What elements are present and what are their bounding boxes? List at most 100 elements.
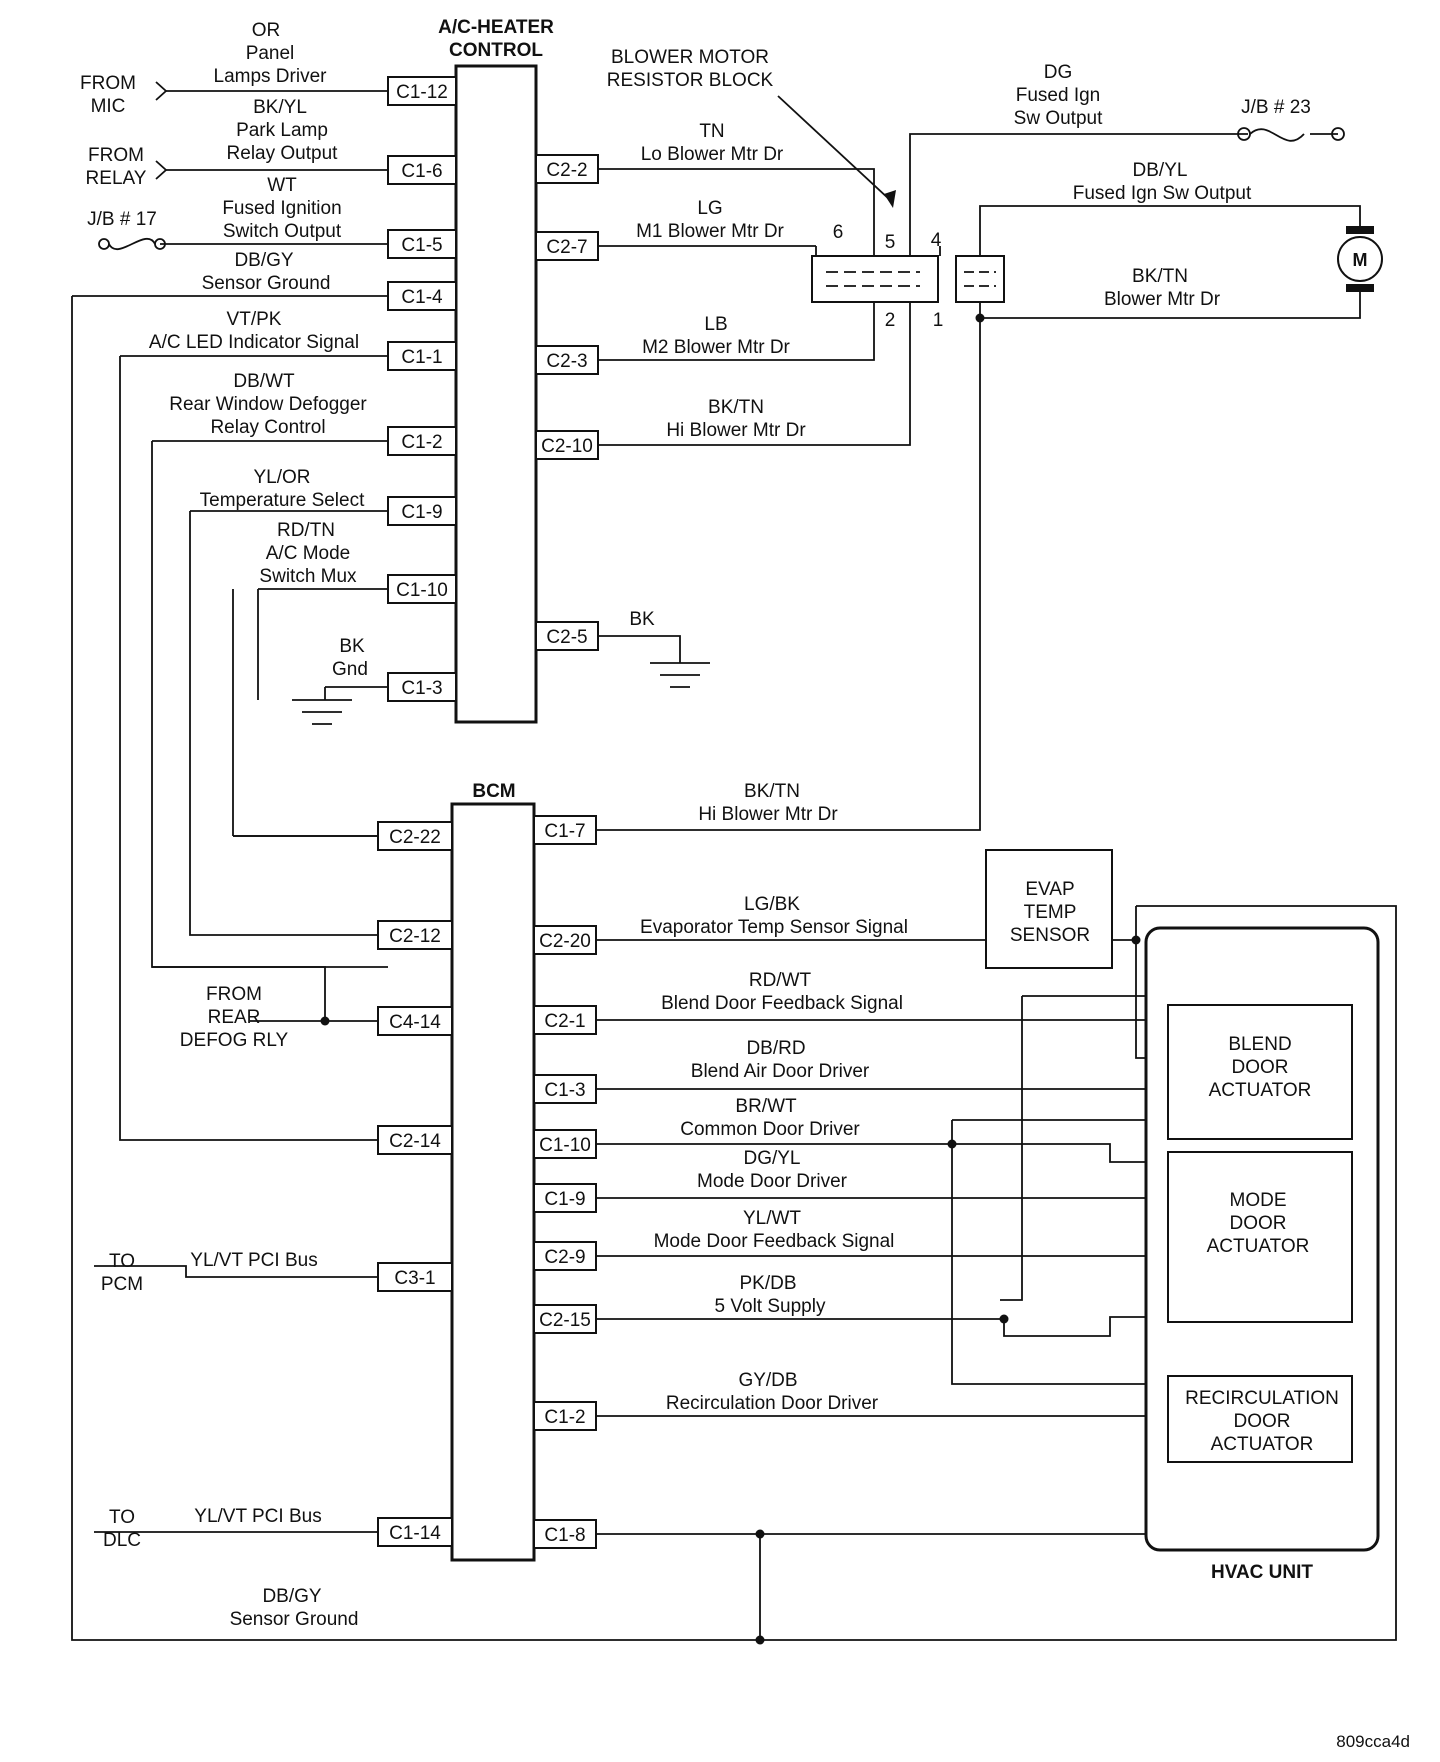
wire-dg-1: DG: [1044, 62, 1073, 83]
wire-dbyl-2: Fused Ign Sw Output: [1073, 183, 1252, 204]
pin-label: C2-20: [539, 931, 591, 952]
from-relay-1: FROM: [88, 145, 144, 166]
pin-box: [387, 229, 457, 259]
evap-temp-sensor-box: [985, 849, 1113, 969]
blend-actuator-label-2: DOOR: [1232, 1057, 1289, 1078]
wire-bk-c25: BK: [629, 609, 655, 630]
pin-box: [387, 155, 457, 185]
pin-label: C1-10: [396, 580, 448, 601]
wire-bktn-1: BK/TN: [708, 397, 764, 418]
wire-pkdb-1: PK/DB: [739, 1273, 796, 1294]
pin-box: [387, 426, 457, 456]
blend-door-actuator-box: [1167, 1004, 1353, 1140]
pin-box: [377, 1006, 453, 1036]
pin-box: [533, 1074, 597, 1104]
from-rear-defog-3: DEFOG RLY: [180, 1030, 289, 1051]
wire-dbgy-bottom-1: DB/GY: [262, 1586, 321, 1607]
pin-box: [533, 1183, 597, 1213]
resistor-pin-5: 5: [885, 232, 896, 253]
pin-label: C2-1: [544, 1011, 585, 1032]
hvac-unit-title: HVAC UNIT: [1211, 1562, 1313, 1583]
bcm-right-pins: C1-7C2-20C2-1C1-3C1-10C1-9C2-9C2-15C1-2C…: [533, 815, 597, 1549]
pin-label: C2-5: [546, 627, 587, 648]
pin-box: [535, 231, 599, 261]
mode-actuator-label-3: ACTUATOR: [1207, 1236, 1310, 1257]
wire-dbwt-3: Relay Control: [210, 417, 325, 438]
pin-label: C1-7: [544, 821, 585, 842]
pin-label: C2-9: [544, 1247, 585, 1268]
pin-box: [533, 1519, 597, 1549]
figure-code: 809cca4d: [1336, 1732, 1410, 1751]
to-pcm-2: PCM: [101, 1274, 143, 1295]
wire-brwt-1: BR/WT: [735, 1096, 797, 1117]
evap-sensor-label-3: SENSOR: [1010, 925, 1090, 946]
pin-box: [377, 1517, 453, 1547]
wire-ylor-2: Temperature Select: [200, 490, 365, 511]
wire-bkgnd-1: BK: [339, 636, 365, 657]
wire-bktn-2: Hi Blower Mtr Dr: [666, 420, 806, 441]
wire-dbgy-2: Sensor Ground: [202, 273, 331, 294]
wire-dg-2: Fused Ign: [1016, 85, 1101, 106]
evap-sensor-label-1: EVAP: [1025, 879, 1074, 900]
wire-bkgnd-2: Gnd: [332, 659, 368, 680]
wire-bcm-bktn-2: Hi Blower Mtr Dr: [698, 804, 838, 825]
pin-label: C1-12: [396, 82, 448, 103]
blower-resistor-title-2: RESISTOR BLOCK: [607, 70, 774, 91]
wire-tn-1: TN: [699, 121, 724, 142]
ac-heater-title-2: CONTROL: [449, 40, 543, 61]
fuse-jb23-icon: [1237, 127, 1345, 142]
to-pcm-1: TO: [109, 1251, 135, 1272]
connector-arrows: [155, 81, 168, 180]
wire-dbwt-1: DB/WT: [233, 371, 295, 392]
pin-label: C2-10: [541, 436, 593, 457]
pin-box: [377, 821, 453, 851]
wire-ylor-1: YL/OR: [253, 467, 310, 488]
from-mic-1: FROM: [80, 73, 136, 94]
resistor-pin-6: 6: [833, 222, 844, 243]
wire-dbgy-bottom-2: Sensor Ground: [230, 1609, 359, 1630]
wire-bcm-bktn-1: BK/TN: [744, 781, 800, 802]
pin-box: [535, 154, 599, 184]
to-dlc-2: DLC: [103, 1530, 141, 1551]
jb17-label: J/B # 17: [87, 209, 157, 230]
evap-sensor-label-2: TEMP: [1024, 902, 1077, 923]
wire-or-2: Panel: [246, 43, 295, 64]
pin-box: [387, 574, 457, 604]
pin-box: [535, 621, 599, 651]
pin-label: C1-9: [401, 502, 442, 523]
wire-ylvt-dlc: YL/VT PCI Bus: [194, 1506, 321, 1527]
pin-label: C1-3: [401, 678, 442, 699]
pin-label: C2-3: [546, 351, 587, 372]
from-rear-defog-2: REAR: [208, 1007, 261, 1028]
blower-resistor-title-1: BLOWER MOTOR: [611, 47, 769, 68]
pin-box: [535, 430, 599, 460]
wire-rdwt-1: RD/WT: [749, 970, 812, 991]
resistor-pin-4: 4: [931, 230, 942, 251]
ac-heater-title-1: A/C-HEATER: [438, 17, 554, 38]
pin-label: C1-8: [544, 1525, 585, 1546]
wire-gydb-1: GY/DB: [738, 1370, 797, 1391]
wire-bkyl-1: BK/YL: [253, 97, 307, 118]
wire-lb-1: LB: [704, 314, 727, 335]
wire-dbrd-2: Blend Air Door Driver: [691, 1061, 870, 1082]
wire-or-3: Lamps Driver: [214, 66, 328, 87]
wire-wt-3: Switch Output: [223, 221, 342, 242]
pin-label: C1-3: [544, 1080, 585, 1101]
pin-box: [533, 1401, 597, 1431]
pin-box: [533, 925, 597, 955]
wire-dg-3: Sw Output: [1014, 108, 1103, 129]
wire-ylwt-1: YL/WT: [743, 1208, 801, 1229]
bcm-title: BCM: [472, 781, 515, 802]
wire-rdtn-1: RD/TN: [277, 520, 335, 541]
pin-box: [377, 920, 453, 950]
blower-motor-icon: M: [1337, 226, 1383, 292]
pin-label: C1-10: [539, 1135, 591, 1156]
wire-rdtn-3: Switch Mux: [259, 566, 357, 587]
wire-dgyl-2: Mode Door Driver: [697, 1171, 848, 1192]
pin-label: C1-2: [544, 1407, 585, 1428]
module-titles: A/C-HEATER CONTROL BCM HVAC UNIT: [438, 17, 1313, 1583]
pin-label: C2-12: [389, 926, 441, 947]
